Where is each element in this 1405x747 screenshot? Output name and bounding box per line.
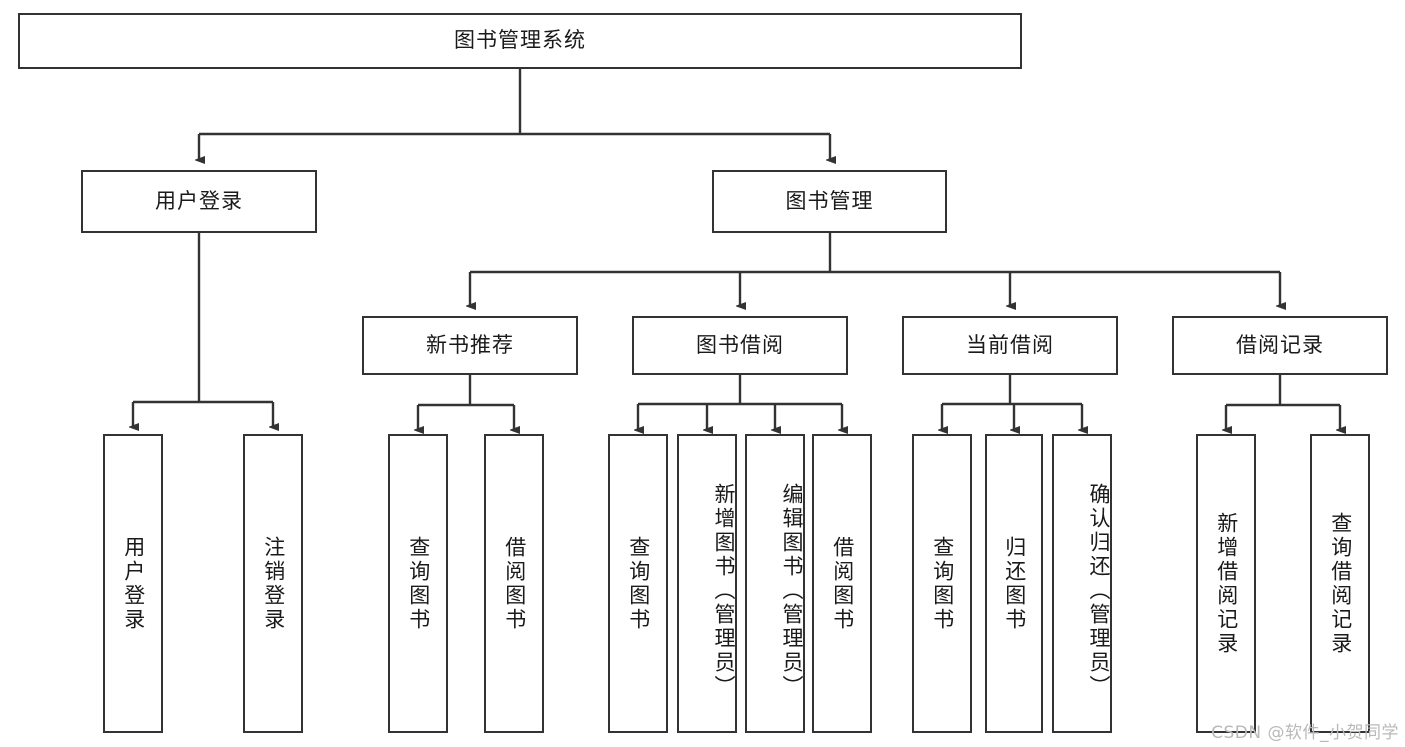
node-label: 用户登录 (155, 188, 243, 213)
node-label: 图书管理 (785, 188, 874, 213)
node-label: 借阅图书 (502, 535, 527, 632)
node-label: 当前借阅 (966, 332, 1054, 357)
node-label: 图书借阅 (696, 332, 784, 357)
leaf-book-borrow-query[interactable]: 查询图书 (608, 434, 668, 733)
node-label: 借阅记录 (1236, 332, 1324, 357)
node-label: 新书推荐 (426, 332, 514, 357)
node-label: 查询图书 (406, 535, 431, 632)
leaf-book-borrow-borrow[interactable]: 借阅图书 (812, 434, 872, 733)
node-label: 图书管理系统 (454, 28, 586, 53)
leaf-user-login-logout[interactable]: 注销登录 (243, 434, 303, 733)
leaf-book-borrow-add[interactable]: 新增图书（管理员） (677, 434, 737, 733)
leaf-user-login-login[interactable]: 用户登录 (103, 434, 163, 733)
node-new-book-recommend[interactable]: 新书推荐 (362, 316, 578, 375)
node-label: 查询图书 (930, 535, 955, 632)
leaf-current-borrow-query[interactable]: 查询图书 (912, 434, 972, 733)
node-label: 查询借阅记录 (1328, 511, 1353, 656)
leaf-borrow-record-query[interactable]: 查询借阅记录 (1310, 434, 1370, 733)
node-label: 借阅图书 (830, 535, 855, 632)
node-label: 新增图书（管理员） (712, 482, 736, 699)
node-user-login[interactable]: 用户登录 (81, 170, 317, 233)
csdn-watermark: CSDN @软件_小贺同学 (1211, 723, 1399, 743)
node-book-management[interactable]: 图书管理 (712, 170, 947, 233)
leaf-new-book-borrow[interactable]: 借阅图书 (484, 434, 544, 733)
node-borrow-record[interactable]: 借阅记录 (1172, 316, 1388, 375)
leaf-current-borrow-return[interactable]: 归还图书 (985, 434, 1043, 733)
node-label: 用户登录 (121, 535, 146, 632)
node-label: 确认归还（管理员） (1087, 482, 1111, 699)
leaf-book-borrow-edit[interactable]: 编辑图书（管理员） (745, 434, 805, 733)
node-label: 编辑图书（管理员） (780, 482, 804, 699)
leaf-current-borrow-confirm-return[interactable]: 确认归还（管理员） (1052, 434, 1112, 733)
node-label: 查询图书 (626, 535, 651, 632)
node-book-borrow[interactable]: 图书借阅 (632, 316, 848, 375)
node-label: 归还图书 (1002, 535, 1027, 632)
leaf-borrow-record-add[interactable]: 新增借阅记录 (1196, 434, 1256, 733)
node-label: 新增借阅记录 (1214, 511, 1239, 656)
node-label: 注销登录 (261, 535, 286, 632)
leaf-new-book-query[interactable]: 查询图书 (388, 434, 448, 733)
node-root-system[interactable]: 图书管理系统 (18, 13, 1022, 69)
node-current-borrow[interactable]: 当前借阅 (902, 316, 1118, 375)
